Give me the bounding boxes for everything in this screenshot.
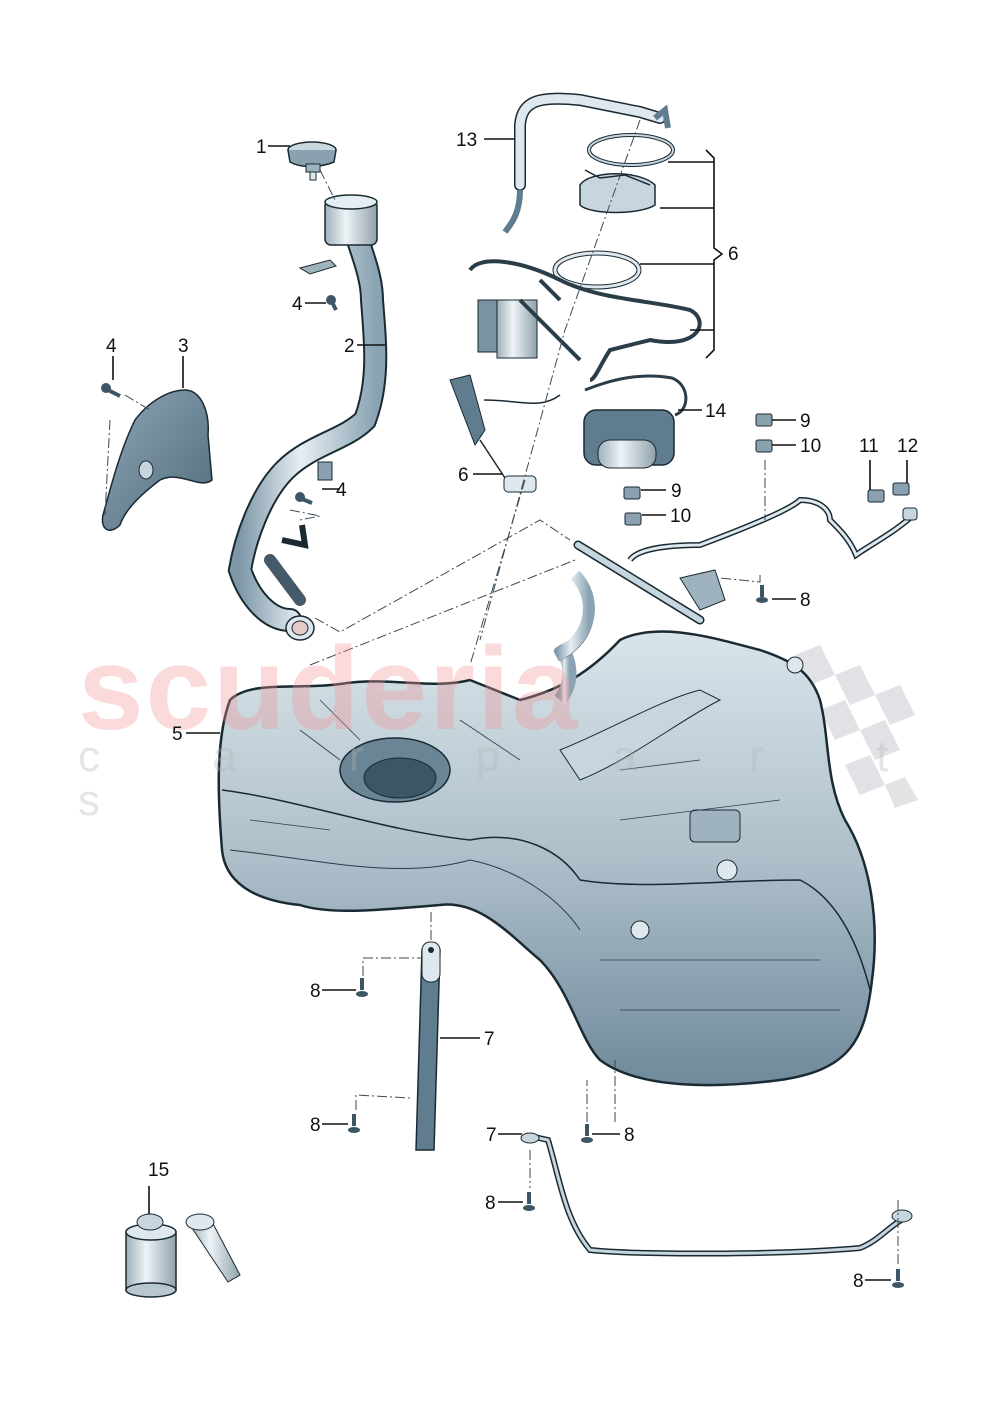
callout-10-clip[interactable]: 10 <box>670 506 692 527</box>
leader-lines <box>112 138 908 1281</box>
callout-8-bolt[interactable]: 8 <box>624 1125 635 1146</box>
callout-7-tank-strap[interactable]: 7 <box>484 1029 495 1050</box>
clip[interactable] <box>892 482 910 496</box>
callout-8-bolt[interactable]: 8 <box>310 1115 321 1136</box>
fuel-level-sender[interactable] <box>449 374 561 493</box>
screw[interactable] <box>101 383 121 398</box>
watermark-text: scuderia <box>78 623 580 755</box>
bolt[interactable] <box>756 585 768 603</box>
sealant-tin[interactable] <box>125 1213 241 1298</box>
watermark-subtext: c a r p a r t s <box>78 732 939 825</box>
callout-12-clip[interactable]: 12 <box>897 436 919 457</box>
callout-2-filler-neck[interactable]: 2 <box>344 336 355 357</box>
fuel-pump[interactable] <box>583 374 688 469</box>
callout-15-sealant-tin[interactable]: 15 <box>148 1160 170 1181</box>
fuel-tank[interactable] <box>217 570 876 1087</box>
callout-4-screw[interactable]: 4 <box>336 480 347 501</box>
bolt[interactable] <box>348 1114 360 1133</box>
clip[interactable] <box>755 439 773 453</box>
callout-3-heat-shield[interactable]: 3 <box>178 336 189 357</box>
tank-strap[interactable] <box>415 941 441 1151</box>
bolt[interactable] <box>523 1192 535 1211</box>
callout-6-fuel-level-sender[interactable]: 6 <box>458 465 469 486</box>
callout-13-vent-hose[interactable]: 13 <box>456 130 478 151</box>
callout-4-screw[interactable]: 4 <box>106 336 117 357</box>
bolt[interactable] <box>356 978 368 997</box>
callout-8-bolt[interactable]: 8 <box>310 981 321 1002</box>
callout-14-fuel-pump[interactable]: 14 <box>705 401 727 422</box>
screw[interactable] <box>295 492 313 505</box>
callout-10-clip[interactable]: 10 <box>800 436 822 457</box>
clip[interactable] <box>623 486 641 500</box>
clip[interactable] <box>755 413 773 427</box>
filler-neck[interactable] <box>227 194 388 641</box>
tank-strap[interactable] <box>520 1132 913 1257</box>
fuel-line[interactable] <box>573 496 918 625</box>
filler-cap[interactable] <box>287 141 337 181</box>
heat-shield[interactable] <box>101 389 213 531</box>
assembly-guide-lines <box>104 119 899 1265</box>
callout-6-fuel-pump-module-kit[interactable]: 6 <box>728 244 739 265</box>
callout-11-clip[interactable]: 11 <box>859 436 879 457</box>
callout-9-clip[interactable]: 9 <box>671 481 682 502</box>
fuel-pump-module-kit[interactable] <box>468 133 702 382</box>
callout-8-bolt[interactable]: 8 <box>853 1271 864 1292</box>
callout-1-filler-cap[interactable]: 1 <box>256 137 267 158</box>
callout-7-tank-strap[interactable]: 7 <box>486 1125 497 1146</box>
callout-5-fuel-tank[interactable]: 5 <box>172 724 183 745</box>
bolt[interactable] <box>892 1269 904 1288</box>
callout-9-clip[interactable]: 9 <box>800 411 811 432</box>
screw[interactable] <box>326 295 338 311</box>
vent-hose[interactable] <box>502 92 671 234</box>
bolt[interactable] <box>581 1124 593 1143</box>
callout-8-bolt[interactable]: 8 <box>800 590 811 611</box>
clip[interactable] <box>624 512 642 526</box>
callout-4-screw[interactable]: 4 <box>292 294 303 315</box>
callout-8-bolt[interactable]: 8 <box>485 1193 496 1214</box>
clip[interactable] <box>867 489 885 503</box>
